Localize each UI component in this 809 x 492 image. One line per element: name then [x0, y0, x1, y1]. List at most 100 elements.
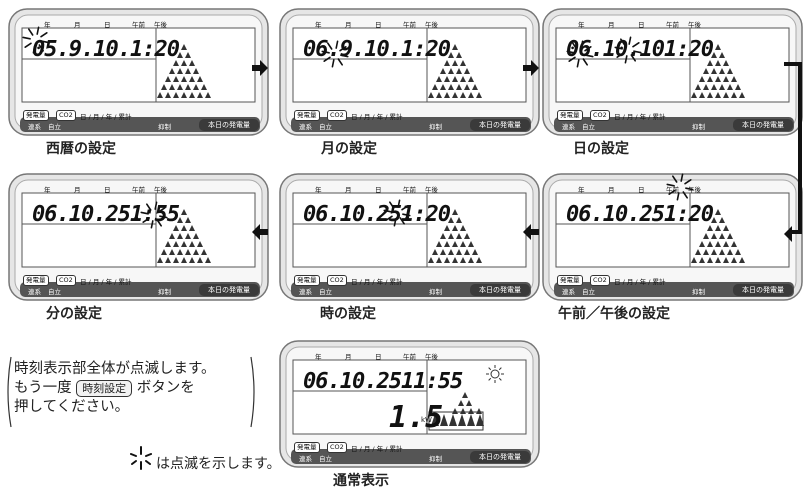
date-display: 06.10.25. — [32, 202, 143, 227]
legend-text: は点滅を示します。 — [156, 456, 281, 472]
panel-caption: 日の設定 — [573, 141, 629, 157]
suppress-label: 抑制 — [692, 123, 705, 131]
gen-tag: 発電量 — [23, 275, 49, 286]
gen-tag: 発電量 — [294, 442, 320, 453]
pm-label: 午後 — [425, 353, 438, 361]
note-line-2: もう一度 時刻設定 ボタンを — [14, 379, 216, 398]
panel-caption: 午前／午後の設定 — [558, 306, 670, 322]
am-label: 午前 — [666, 186, 679, 194]
gen-tag: 発電量 — [294, 275, 320, 286]
arrow-turn-down-icon — [784, 62, 802, 242]
right-bracket — [250, 356, 255, 428]
gen-tag: 発電量 — [294, 110, 320, 121]
lcd-frame — [279, 173, 540, 301]
suppress-label: 抑制 — [692, 288, 705, 296]
today-generation-indicator: 本日の発電量 — [733, 119, 793, 131]
time-display: 1:20 — [130, 37, 180, 62]
day-label: 日 — [375, 186, 382, 194]
suppress-label: 抑制 — [158, 288, 171, 296]
year-label: 年 — [578, 21, 585, 29]
date-display: 06.10.25. — [303, 202, 414, 227]
grid-label: 連系 — [28, 288, 41, 296]
am-label: 午前 — [403, 186, 416, 194]
year-label: 年 — [315, 186, 322, 194]
gen-tag: 発電量 — [557, 275, 583, 286]
self-label: 自立 — [319, 288, 332, 296]
lcd-frame — [279, 8, 540, 136]
day-label: 日 — [104, 21, 111, 29]
co2-tag: CO2 — [590, 110, 610, 121]
power-display: 1.5 — [389, 400, 444, 435]
today-generation-indicator: 本日の発電量 — [470, 451, 530, 463]
note-text: 時刻表示部全体が点滅します。 もう一度 時刻設定 ボタンを 押してください。 — [14, 360, 216, 417]
month-label: 月 — [74, 21, 81, 29]
today-generation-indicator: 本日の発電量 — [733, 284, 793, 296]
day-label: 日 — [375, 353, 382, 361]
blink-icon — [130, 446, 152, 470]
month-label: 月 — [74, 186, 81, 194]
note-line-3: 押してください。 — [14, 399, 130, 415]
lcd-frame — [542, 173, 803, 301]
month-label: 月 — [608, 21, 615, 29]
grid-label: 連系 — [299, 455, 312, 463]
pm-label: 午後 — [688, 186, 701, 194]
pm-label: 午後 — [154, 186, 167, 194]
self-label: 自立 — [48, 123, 61, 131]
left-bracket — [7, 356, 12, 428]
day-label: 日 — [638, 186, 645, 194]
note-line-2a: もう一度 — [14, 380, 72, 396]
month-label: 月 — [345, 353, 352, 361]
period-row: 日 / 月 / 年 / 累計 — [351, 278, 403, 286]
co2-tag: CO2 — [327, 110, 347, 121]
am-label: 午前 — [132, 186, 145, 194]
arrow-left-icon — [523, 224, 539, 240]
day-label: 日 — [638, 21, 645, 29]
suppress-label: 抑制 — [429, 288, 442, 296]
lcd-frame — [8, 173, 269, 301]
lcd-panel: 年 月 日 午前 午後 06.10.25. 1:20 発電量 CO2 日 / 月… — [542, 173, 803, 301]
period-row: 日 / 月 / 年 / 累計 — [80, 113, 132, 121]
time-setting-button: 時刻設定 — [76, 379, 133, 397]
co2-tag: CO2 — [56, 110, 76, 121]
lcd-panel: 年 月 日 午前 午後 06.9.10. 1:20 発電量 CO2 日 / 月 … — [279, 8, 540, 136]
time-display: 11:55 — [401, 369, 463, 394]
arrow-right-icon — [523, 60, 539, 76]
self-label: 自立 — [319, 455, 332, 463]
grid-label: 連系 — [562, 288, 575, 296]
time-display: 1:20 — [664, 202, 714, 227]
pm-label: 午後 — [154, 21, 167, 29]
gen-tag: 発電量 — [23, 110, 49, 121]
date-display: 06.10.25. — [566, 202, 677, 227]
today-generation-indicator: 本日の発電量 — [199, 119, 259, 131]
panel-caption: 西暦の設定 — [46, 141, 116, 157]
lcd-frame — [542, 8, 803, 136]
time-display: 1:20 — [401, 202, 451, 227]
date-display: 05.9.10. — [32, 37, 131, 62]
pm-label: 午後 — [688, 21, 701, 29]
month-label: 月 — [608, 186, 615, 194]
self-label: 自立 — [48, 288, 61, 296]
date-display: 06.10.25. — [303, 369, 414, 394]
am-label: 午前 — [132, 21, 145, 29]
today-generation-indicator: 本日の発電量 — [470, 119, 530, 131]
arrow-right-icon — [252, 60, 268, 76]
day-label: 日 — [104, 186, 111, 194]
note-line-2b: ボタンを — [136, 380, 195, 396]
day-label: 日 — [375, 21, 382, 29]
suppress-label: 抑制 — [429, 123, 442, 131]
time-display: 1:55 — [130, 202, 180, 227]
arrow-left-icon — [252, 224, 268, 240]
lcd-panel: 年 月 日 午前 午後 06.10.25. 1:20 発電量 CO2 日 / 月… — [279, 173, 540, 301]
year-label: 年 — [44, 186, 51, 194]
panel-caption: 通常表示 — [333, 473, 389, 489]
panel-caption: 分の設定 — [46, 306, 102, 322]
am-label: 午前 — [403, 353, 416, 361]
grid-label: 連系 — [299, 288, 312, 296]
lcd-frame — [279, 340, 540, 468]
time-display: 1:20 — [664, 37, 714, 62]
self-label: 自立 — [582, 123, 595, 131]
panel-caption: 時の設定 — [320, 306, 376, 322]
suppress-label: 抑制 — [429, 455, 442, 463]
date-display: 06.10.10. — [566, 37, 677, 62]
